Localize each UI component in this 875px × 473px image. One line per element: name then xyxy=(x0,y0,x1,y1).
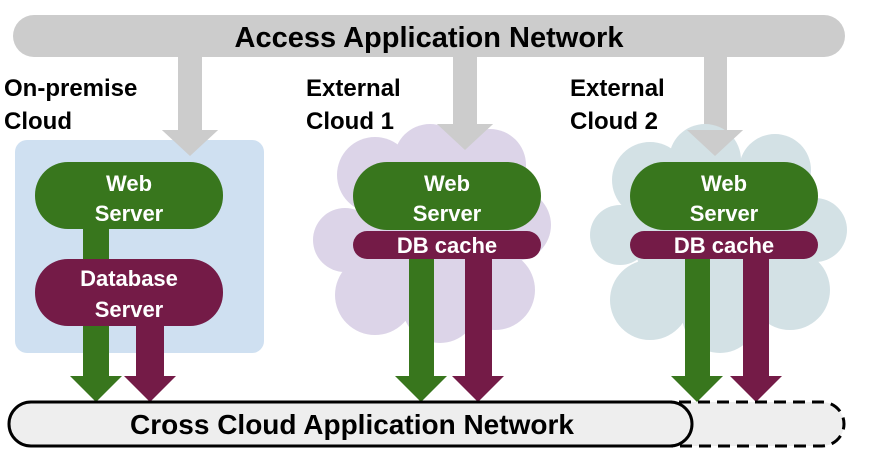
access-arrow-cloud1-tip xyxy=(437,124,493,150)
cloud2-db-label: DB cache xyxy=(674,233,774,258)
on-premise-web-server xyxy=(35,162,223,229)
on-premise-title-line2: Cloud xyxy=(4,108,72,135)
cloud2-web-arrow-shaft xyxy=(685,250,710,376)
access-network-label: Access Application Network xyxy=(235,22,625,54)
cloud1-db-arrow-head xyxy=(452,376,504,402)
access-arrow-on-premise-tip xyxy=(162,130,218,156)
cross-network-extension-dashed xyxy=(658,400,846,448)
on-premise-web-label-2: Server xyxy=(95,201,164,226)
cloud1-db-label: DB cache xyxy=(397,233,497,258)
cloud1-web-arrow-head xyxy=(395,376,447,402)
cloud1-web-label-2: Server xyxy=(413,201,482,226)
cloud2-title-line2: Cloud 2 xyxy=(570,108,658,135)
on-premise-db-label-1: Database xyxy=(80,266,178,291)
cloud1-web-label-1: Web xyxy=(424,171,470,196)
cloud2-title-line1: External xyxy=(570,75,665,102)
on-premise-web-label-1: Web xyxy=(106,171,152,196)
on-premise-database-server xyxy=(35,259,223,326)
access-arrow-cloud2-tip xyxy=(687,130,743,156)
cloud1-web-arrow-shaft xyxy=(409,250,434,376)
on-premise-title-line1: On-premise xyxy=(4,75,137,102)
cloud2-web-label-1: Web xyxy=(701,171,747,196)
cloud1-title-line1: External xyxy=(306,75,401,102)
access-network-bar xyxy=(13,15,845,57)
cloud2-web-server xyxy=(630,162,818,230)
cross-network-label: Cross Cloud Application Network xyxy=(130,409,574,440)
cloud2-db-cache xyxy=(630,231,818,259)
cloud1-db-cache xyxy=(353,231,541,259)
cross-network-bar xyxy=(7,400,694,448)
cloud1-web-server xyxy=(353,162,541,230)
cloud1-title-line2: Cloud 1 xyxy=(306,108,394,135)
cloud2-db-arrow-head xyxy=(730,376,782,402)
cloud2-web-label-2: Server xyxy=(690,201,759,226)
cloud1-db-arrow-shaft xyxy=(465,250,492,376)
on-premise-db-label-2: Server xyxy=(95,297,164,322)
on-premise-web-arrow-head xyxy=(70,376,122,402)
cloud2-web-arrow-head xyxy=(671,376,723,402)
on-premise-db-arrow-head xyxy=(124,376,176,402)
cloud2-db-arrow-shaft xyxy=(743,250,769,376)
